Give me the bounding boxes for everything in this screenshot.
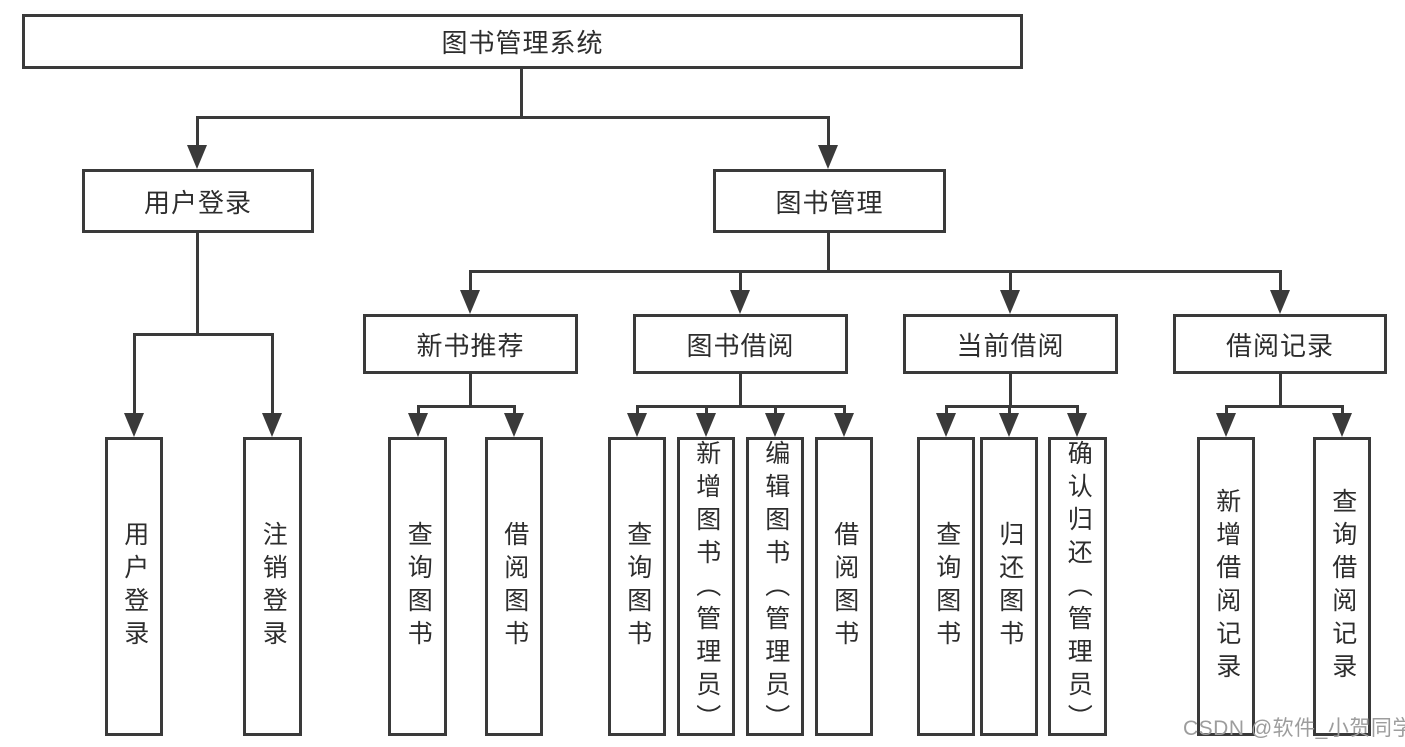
connector-line — [271, 333, 274, 417]
connector-line — [469, 270, 1282, 273]
arrow-down-icon — [834, 413, 854, 437]
node-new-book-recommend: 新书推荐 — [363, 314, 578, 374]
arrow-down-icon — [187, 145, 207, 169]
arrow-down-icon — [730, 290, 750, 314]
csdn-watermark: CSDN @软件_小贺同学 — [1183, 717, 1405, 740]
connector-line — [774, 405, 777, 417]
connector-line — [1225, 405, 1344, 408]
leaf-label: 借阅图书 — [830, 520, 859, 653]
arrow-down-icon — [765, 413, 785, 437]
leaf-query-book: 查询图书 — [388, 437, 447, 736]
arrow-down-icon — [460, 290, 480, 314]
leaf-label: 查询图书 — [404, 520, 433, 653]
connector-line — [945, 405, 1079, 408]
connector-line — [469, 270, 472, 294]
node-user-login-label: 用户登录 — [143, 187, 252, 218]
arrow-down-icon — [627, 413, 647, 437]
leaf-add-borrow-record: 新增借阅记录 — [1197, 437, 1255, 736]
arrow-down-icon — [936, 413, 956, 437]
connector-line — [1009, 372, 1012, 408]
node-book-management: 图书管理 — [713, 169, 946, 233]
connector-line — [196, 116, 199, 148]
leaf-logout: 注销登录 — [243, 437, 302, 736]
arrow-down-icon — [1216, 413, 1236, 437]
leaf-confirm-return-admin: 确认归还（管理员） — [1048, 437, 1107, 737]
connector-line — [133, 333, 136, 417]
connector-line — [520, 66, 523, 118]
arrow-down-icon — [1270, 290, 1290, 314]
connector-line — [1008, 405, 1011, 417]
leaf-query-book: 查询图书 — [917, 437, 975, 736]
leaf-label: 注销登录 — [259, 520, 288, 653]
arrow-down-icon — [408, 413, 428, 437]
leaf-edit-book-admin: 编辑图书（管理员） — [746, 437, 804, 737]
leaf-borrow-book: 借阅图书 — [485, 437, 543, 736]
node-borrow-records-label: 借阅记录 — [1225, 330, 1334, 361]
arrow-down-icon — [504, 413, 524, 437]
connector-line — [1225, 405, 1228, 417]
node-root: 图书管理系统 — [22, 14, 1023, 69]
connector-line — [636, 405, 846, 408]
connector-line — [196, 231, 199, 336]
connector-line — [196, 116, 830, 119]
leaf-label: 新增借阅记录 — [1212, 487, 1241, 686]
node-root-label: 图书管理系统 — [441, 28, 604, 58]
arrow-down-icon — [1332, 413, 1352, 437]
leaf-label: 确认归还（管理员） — [1064, 440, 1093, 737]
arrow-down-icon — [696, 413, 716, 437]
connector-line — [1009, 270, 1012, 294]
node-new-book-recommend-label: 新书推荐 — [416, 330, 525, 361]
leaf-query-borrow-record: 查询借阅记录 — [1313, 437, 1371, 736]
node-book-borrow-label: 图书借阅 — [686, 330, 795, 361]
leaf-label: 新增图书（管理员） — [692, 440, 721, 737]
leaf-label: 借阅图书 — [500, 520, 529, 653]
leaf-label: 编辑图书（管理员） — [761, 440, 790, 737]
connector-line — [827, 231, 830, 273]
node-borrow-records: 借阅记录 — [1173, 314, 1387, 374]
leaf-user-login: 用户登录 — [105, 437, 163, 736]
leaf-borrow-book: 借阅图书 — [815, 437, 873, 736]
node-current-borrow-label: 当前借阅 — [956, 330, 1065, 361]
connector-line — [705, 405, 708, 417]
connector-line — [843, 405, 846, 417]
arrow-down-icon — [124, 413, 144, 437]
connector-line — [1076, 405, 1079, 417]
arrow-down-icon — [999, 413, 1019, 437]
connector-line — [945, 405, 948, 417]
arrow-down-icon — [1067, 413, 1087, 437]
arrow-down-icon — [1000, 290, 1020, 314]
connector-line — [1279, 270, 1282, 294]
node-current-borrow: 当前借阅 — [903, 314, 1118, 374]
connector-line — [739, 372, 742, 408]
connector-line — [827, 116, 830, 148]
connector-line — [513, 405, 516, 417]
connector-line — [739, 270, 742, 294]
connector-line — [1279, 372, 1282, 408]
node-book-borrow: 图书借阅 — [633, 314, 848, 374]
leaf-label: 归还图书 — [995, 520, 1024, 653]
connector-line — [417, 405, 420, 417]
leaf-query-book: 查询图书 — [608, 437, 666, 736]
connector-line — [417, 405, 516, 408]
leaf-label: 用户登录 — [120, 520, 149, 653]
connector-line — [1341, 405, 1344, 417]
leaf-add-book-admin: 新增图书（管理员） — [677, 437, 735, 737]
connector-line — [636, 405, 639, 417]
arrow-down-icon — [262, 413, 282, 437]
connector-line — [133, 333, 274, 336]
arrow-down-icon — [818, 145, 838, 169]
leaf-return-book: 归还图书 — [980, 437, 1038, 736]
node-user-login: 用户登录 — [82, 169, 314, 233]
connector-line — [469, 372, 472, 408]
leaf-label: 查询借阅记录 — [1328, 487, 1357, 686]
node-book-management-label: 图书管理 — [775, 187, 884, 218]
leaf-label: 查询图书 — [623, 520, 652, 653]
leaf-label: 查询图书 — [932, 520, 961, 653]
